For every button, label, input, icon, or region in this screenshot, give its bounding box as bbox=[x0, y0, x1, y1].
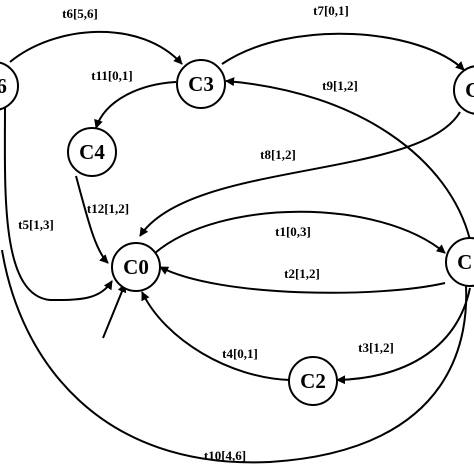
node-c2: C2 bbox=[288, 356, 338, 406]
edge-label-t9: t9[1,2] bbox=[322, 78, 358, 93]
edge-label-t6: t6[5,6] bbox=[62, 6, 98, 21]
edge-t1 bbox=[154, 210, 446, 254]
node-c5: C5 bbox=[453, 65, 474, 115]
edge-t11 bbox=[94, 81, 177, 129]
node-label-c2: C2 bbox=[300, 369, 326, 393]
node-c3: C3 bbox=[176, 59, 226, 109]
node-c1: C1 bbox=[445, 237, 474, 287]
node-c4: C4 bbox=[67, 127, 117, 177]
edge-label-t7: t7[0,1] bbox=[313, 3, 349, 18]
edge-t12 bbox=[75, 175, 109, 264]
node-label-c0: C0 bbox=[123, 255, 149, 279]
edge-label-t10: t10[4,6] bbox=[204, 448, 246, 463]
edge-label-t2: t2[1,2] bbox=[284, 266, 320, 281]
edge-t7 bbox=[221, 32, 465, 71]
edge-label-t4: t4[0,1] bbox=[222, 346, 258, 361]
edge-t9 bbox=[225, 77, 471, 241]
node-label-c6: C6 bbox=[0, 74, 7, 98]
edge-t3 bbox=[336, 287, 471, 385]
node-c6: C6 bbox=[0, 61, 19, 111]
edge-t4 bbox=[141, 291, 291, 381]
node-label-c1: C1 bbox=[457, 250, 474, 274]
edge-t8 bbox=[139, 111, 461, 237]
node-label-c5: C5 bbox=[465, 78, 474, 102]
edge-t6 bbox=[9, 30, 183, 65]
edge-label-t5: t5[1,3] bbox=[18, 217, 54, 232]
node-c0: C0 bbox=[111, 242, 161, 292]
node-label-c4: C4 bbox=[79, 140, 105, 164]
edge-t2 bbox=[159, 266, 446, 294]
edge-label-t1: t1[0,3] bbox=[275, 224, 311, 239]
edge-label-t11: t11[0,1] bbox=[91, 68, 133, 83]
edge-label-t3: t3[1,2] bbox=[358, 340, 394, 355]
node-label-c3: C3 bbox=[188, 72, 214, 96]
edge-initial bbox=[102, 283, 127, 339]
edge-label-t8: t8[1,2] bbox=[260, 147, 296, 162]
edge-label-t12: t12[1,2] bbox=[87, 201, 129, 216]
edge-t10 bbox=[1, 249, 468, 464]
edge-t5 bbox=[3, 104, 113, 302]
